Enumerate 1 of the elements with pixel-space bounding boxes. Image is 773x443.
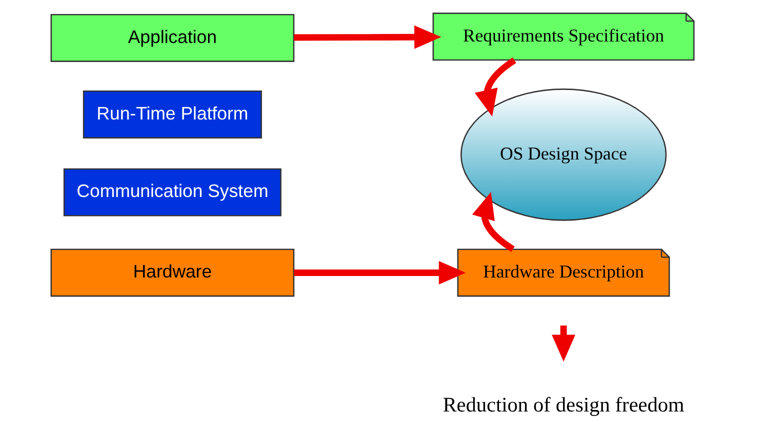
legend-label: Reduction of design freedom [442,394,684,416]
